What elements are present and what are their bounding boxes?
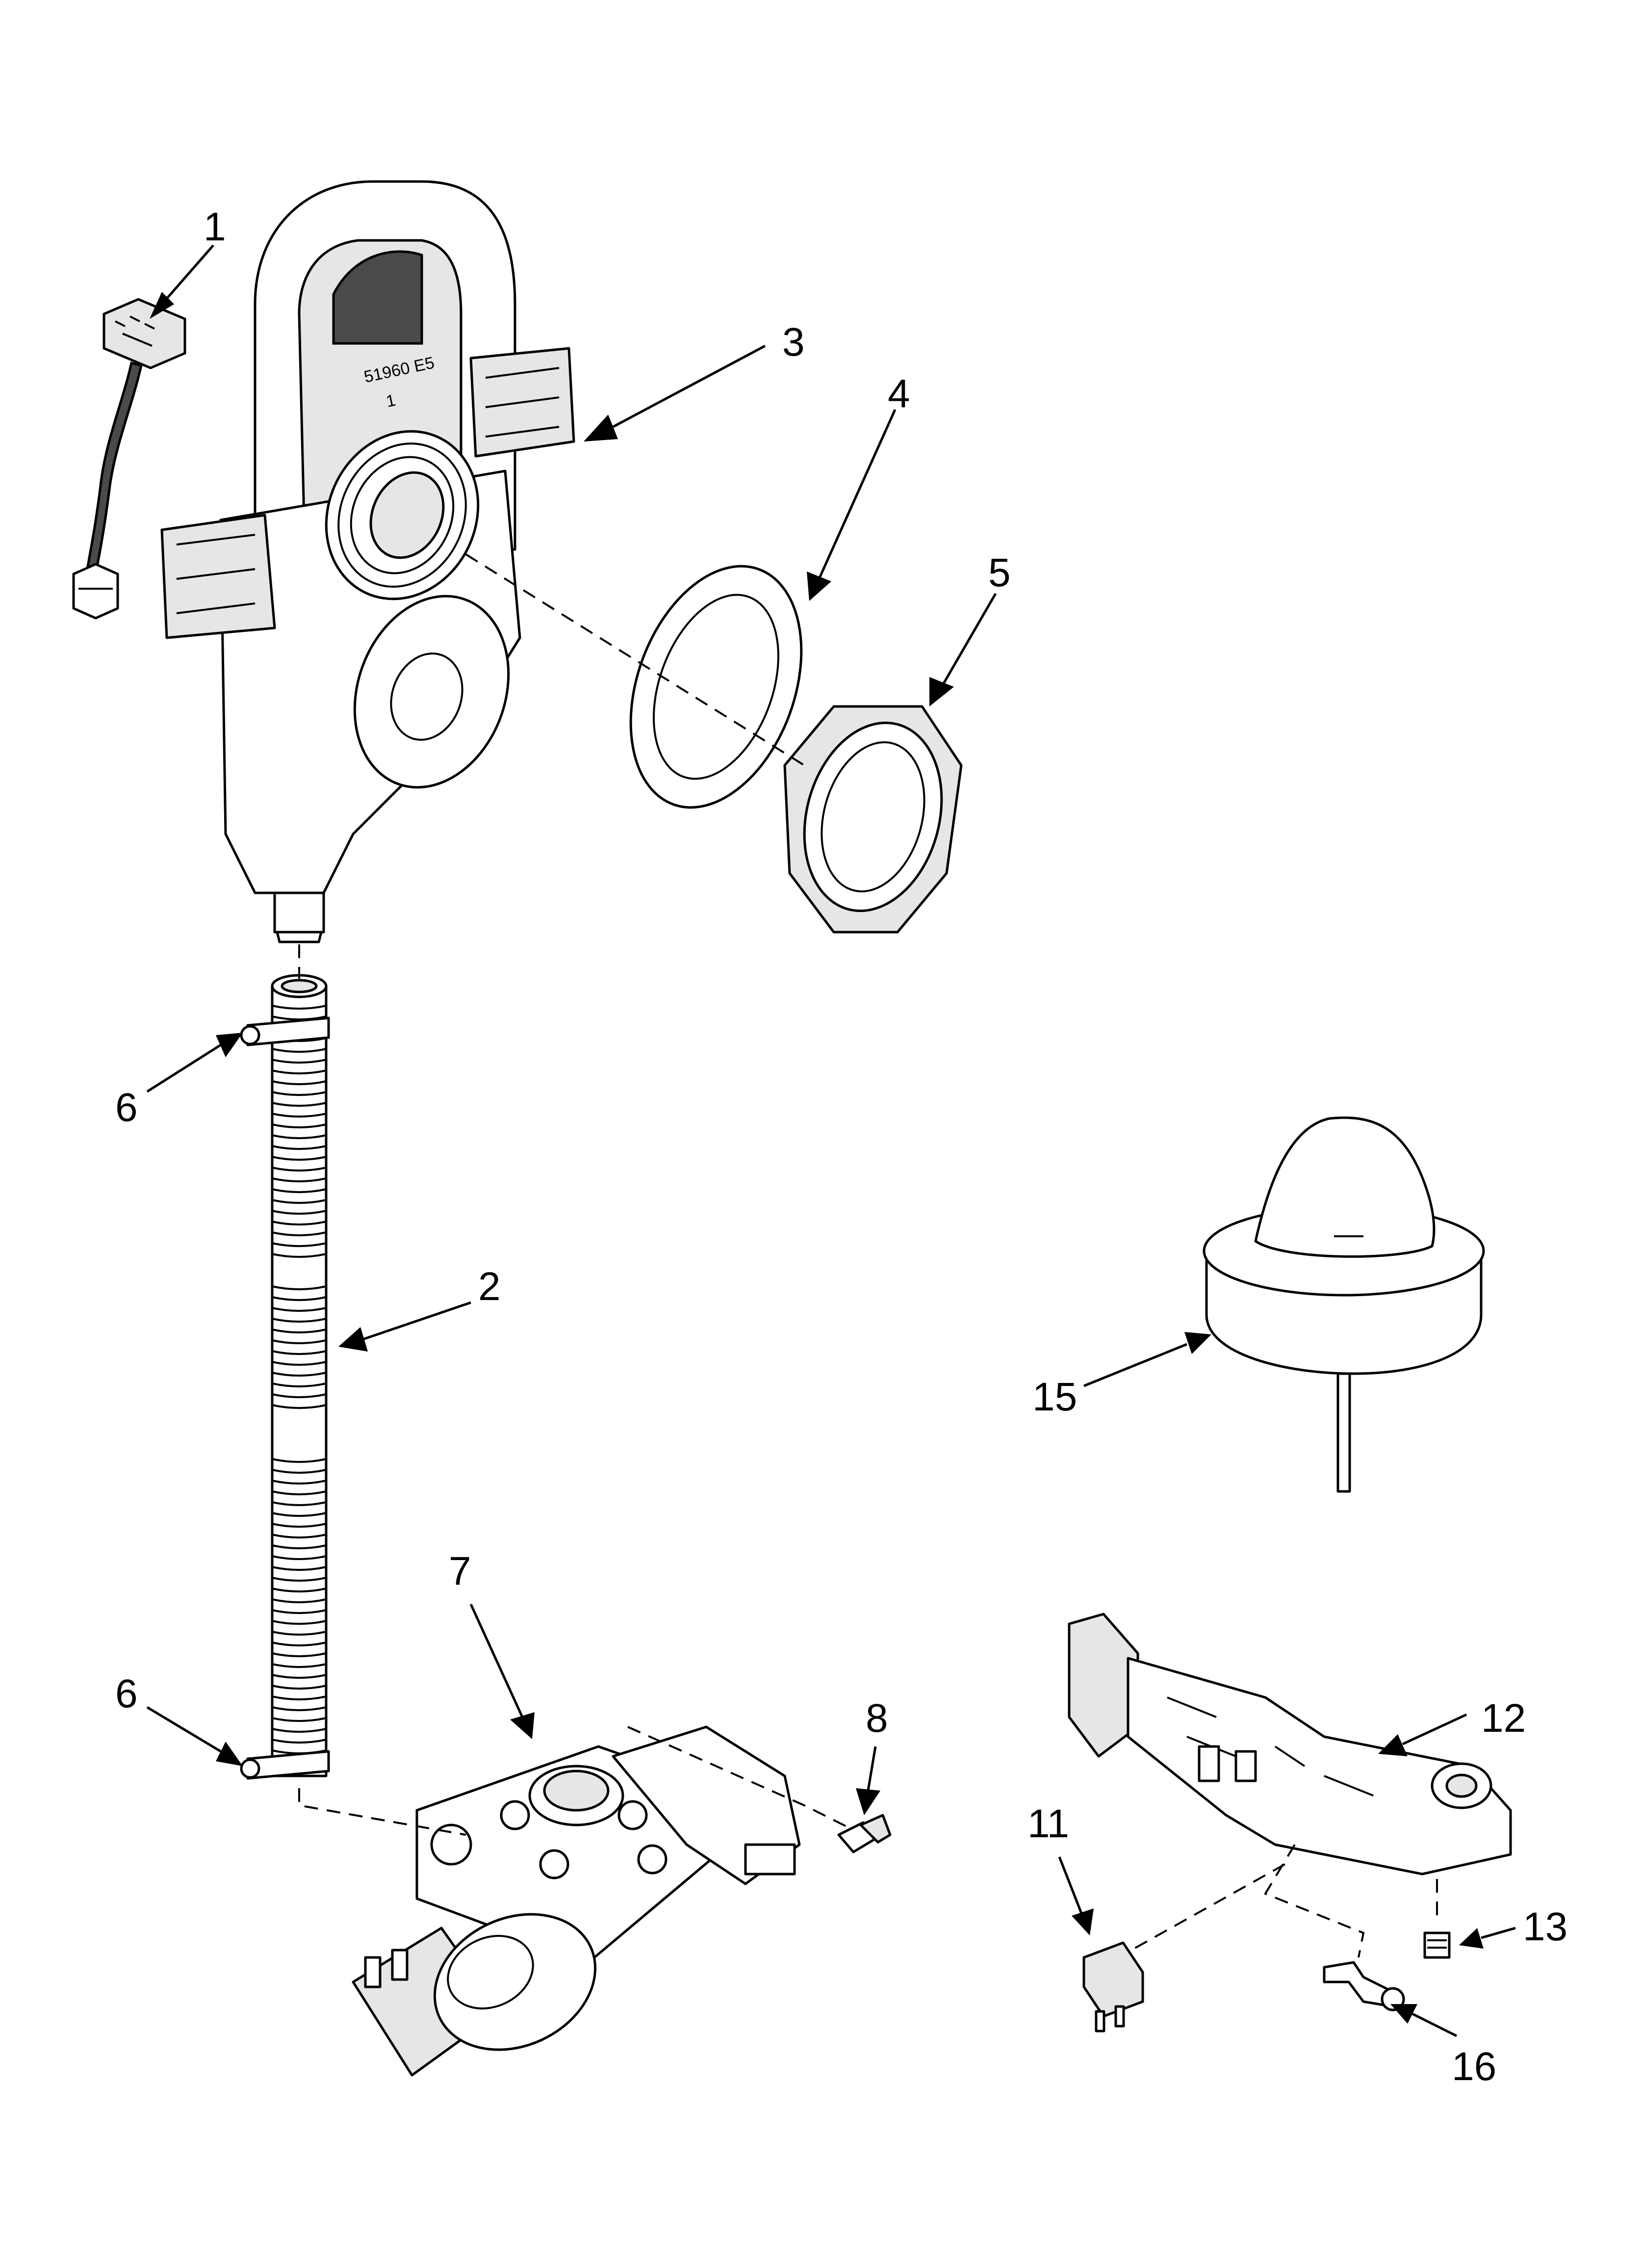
leader-5 [940, 593, 997, 688]
leader-4 [818, 409, 897, 580]
part-6-clamp-lower [240, 1750, 330, 1780]
assembly-axis-valve-screw [627, 1726, 854, 1831]
arrowhead-13 [1459, 1928, 1484, 1949]
arrowhead-4 [807, 572, 831, 601]
arrowhead-2 [338, 1327, 368, 1352]
callout-5: 5 [988, 550, 1011, 595]
leader-11 [1058, 1856, 1083, 1914]
leader-8 [867, 1746, 877, 1791]
arrowhead-15 [1184, 1332, 1211, 1354]
callout-12: 12 [1481, 1696, 1526, 1741]
part-6-clamp-upper [240, 1017, 330, 1046]
arrowhead-12 [1378, 1734, 1408, 1756]
leader-15 [1083, 1343, 1187, 1387]
arrowhead-6a [216, 1033, 243, 1057]
callout-16: 16 [1452, 2044, 1496, 2089]
leader-13 [1481, 1927, 1516, 1939]
part-13-screw [1423, 1931, 1451, 1959]
callout-7: 7 [449, 1549, 471, 1593]
assembly-axis-hose-valve [298, 1788, 466, 1836]
arrowhead-7 [510, 1712, 535, 1739]
leader-1 [161, 244, 214, 305]
leader-6b [146, 1706, 222, 1753]
arrowhead-11 [1072, 1908, 1094, 1935]
leader-6a [146, 1043, 222, 1093]
callout-6-lower: 6 [115, 1671, 138, 1716]
leader-arrows [146, 244, 1516, 2037]
part-7-valve [352, 1725, 801, 2077]
callout-13: 13 [1523, 1904, 1567, 1949]
arrowhead-6b [216, 1742, 243, 1766]
arrowhead-5 [929, 677, 954, 706]
leader-2 [362, 1301, 471, 1341]
assembly-axis-bracket-lever [1264, 1844, 1365, 1958]
arrowhead-16 [1390, 2004, 1417, 2024]
callout-2: 2 [478, 1264, 501, 1309]
arrowhead-3 [584, 415, 618, 442]
assembly-axis-bracket-switch [1118, 1863, 1285, 1958]
part-11-switch [1082, 1941, 1144, 2033]
callout-6-upper: 6 [115, 1085, 138, 1130]
leader-12 [1402, 1713, 1467, 1746]
callout-4: 4 [888, 371, 910, 416]
part-15-float [1203, 1116, 1485, 1493]
callout-1: 1 [204, 205, 226, 249]
leader-7 [469, 1603, 524, 1718]
leader-16 [1411, 2012, 1458, 2037]
callout-11: 11 [1027, 1801, 1069, 1846]
part-5-nut [783, 705, 963, 934]
part-12-bracket [1068, 1613, 1512, 1876]
leader-3 [612, 344, 766, 428]
arrowhead-8 [856, 1788, 880, 1815]
part-16-lever [1323, 1961, 1405, 2011]
callout-3: 3 [782, 320, 805, 365]
part-1-wire-harness [72, 298, 186, 620]
callout-8: 8 [866, 1696, 888, 1741]
callout-15: 15 [1032, 1375, 1077, 1419]
part-8-screw [837, 1814, 892, 1853]
callout-labels: 1 3 4 5 6 2 6 7 8 15 12 11 13 16 [115, 205, 1567, 2089]
arrowhead-1 [150, 292, 174, 319]
part-3-housing: 51960 E5 1 [160, 180, 575, 943]
part-2-hose [271, 974, 328, 1777]
part-4-gasket [629, 565, 803, 809]
